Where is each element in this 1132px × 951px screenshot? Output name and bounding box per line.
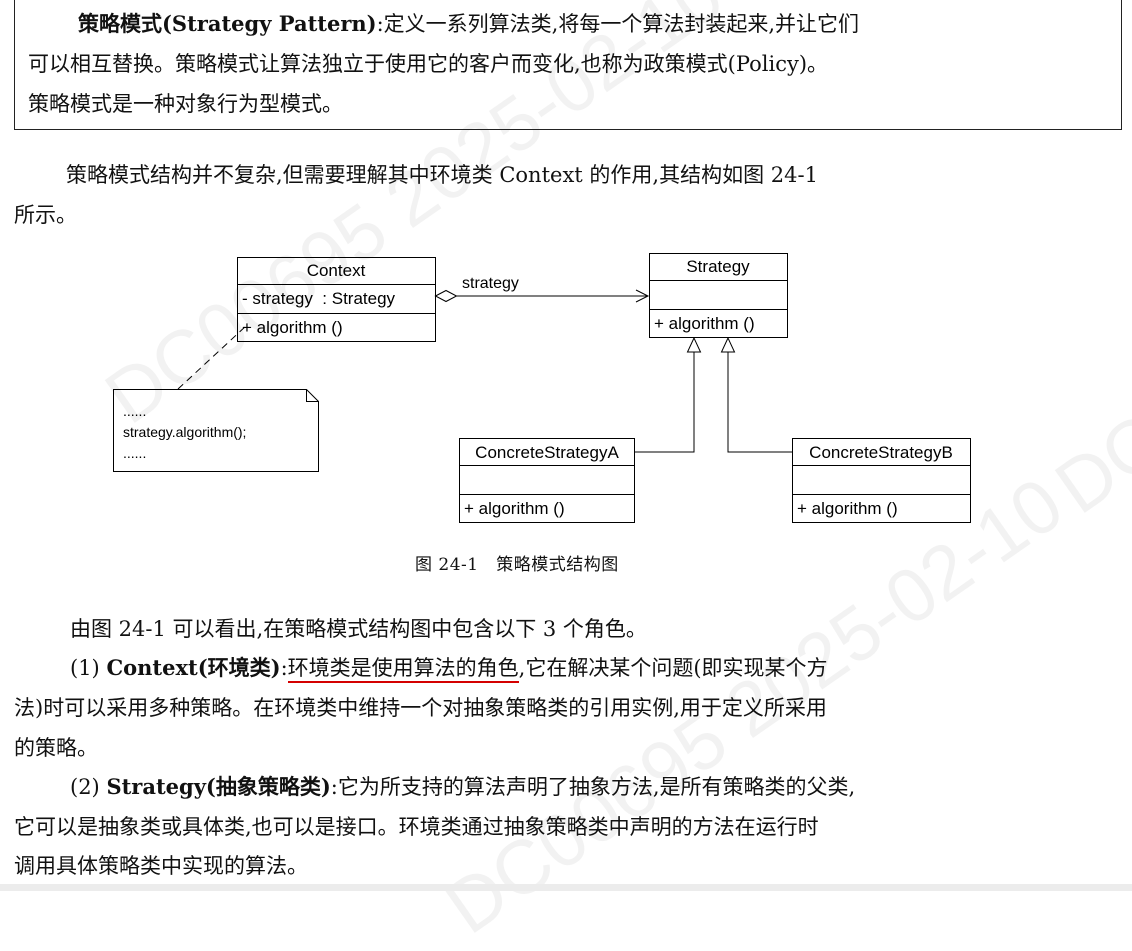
association-label: strategy — [462, 275, 519, 292]
strategy-operation: + algorithm () — [654, 314, 755, 333]
note-line-2: strategy.algorithm(); — [123, 424, 246, 440]
role1-colon: : — [280, 656, 288, 680]
page-bottom-edge — [0, 884, 1132, 891]
definition-line-2: 可以相互替换。策略模式让算法独立于使用它的客户而变化,也称为政策模式(Polic… — [28, 52, 829, 76]
context-class-box — [237, 257, 436, 342]
role1-line-1: (1) Context(环境类):环境类是使用算法的角色,它在解决某个问题(即实… — [70, 652, 828, 683]
association-arrowhead — [635, 289, 650, 303]
role2-line-3: 调用具体策略类中实现的算法。 — [14, 854, 308, 878]
role2-term: Strategy(抽象策略类) — [106, 774, 331, 799]
role2-line-2: 它可以是抽象类或具体类,也可以是接口。环境类通过抽象策略类中声明的方法在运行时 — [14, 815, 819, 839]
generalization-line-b — [727, 352, 793, 453]
roles-intro: 由图 24-1 可以看出,在策略模式结构图中包含以下 3 个角色。 — [70, 617, 647, 641]
definition-term: 策略模式(Strategy Pattern) — [78, 11, 377, 36]
intro-line-1: 策略模式结构并不复杂,但需要理解其中环境类 Context 的作用,其结构如图 … — [66, 163, 818, 187]
role1-line-2: 法)时可以采用多种策略。在环境类中维持一个对抽象策略类的引用实例,用于定义所采用 — [14, 696, 827, 720]
concrete-strategy-a-box — [459, 438, 635, 523]
note-corner-fold — [306, 389, 319, 402]
context-attribute: - strategy : Strategy — [242, 289, 396, 308]
definition-box — [14, 0, 1122, 130]
concrete-strategy-a-name: ConcreteStrategyA — [475, 443, 619, 462]
definition-text: :定义一系列算法类,将每一个算法封装起来,并让它们 — [376, 12, 860, 36]
code-note — [113, 389, 319, 472]
context-operation: + algorithm () — [242, 318, 343, 337]
role1-term: Context(环境类) — [106, 655, 281, 680]
role2-line-1: (2) Strategy(抽象策略类):它为所支持的算法声明了抽象方法,是所有策… — [70, 771, 855, 801]
role2-text: :它为所支持的算法声明了抽象方法,是所有策略类的父类, — [330, 775, 856, 799]
role2-number: (2) — [70, 775, 100, 799]
role1-line-3: 的策略。 — [14, 736, 98, 760]
role1-underlined-text: 环境类是使用算法的角色 — [287, 656, 519, 683]
note-anchor-line — [177, 325, 247, 390]
generalization-line-a — [634, 352, 695, 453]
strategy-class-name: Strategy — [686, 257, 750, 276]
concrete-strategy-b-name: ConcreteStrategyB — [809, 443, 953, 462]
concrete-strategy-b-operation: + algorithm () — [797, 499, 898, 518]
context-class-name: Context — [307, 261, 366, 280]
role1-text: ,它在解决某个问题(即实现某个方 — [518, 656, 828, 680]
uml-diagram: Context - strategy : Strategy + algorith… — [113, 253, 971, 523]
definition-line-3: 策略模式是一种对象行为型模式。 — [28, 92, 343, 116]
note-line-1: ...... — [123, 403, 146, 419]
figure-caption: 图 24-1 策略模式结构图 — [415, 555, 619, 575]
aggregation-diamond — [434, 289, 458, 303]
intro-line-2: 所示。 — [14, 203, 77, 227]
strategy-class-box — [649, 253, 788, 338]
concrete-strategy-b-box — [792, 438, 971, 523]
definition-line-1: 策略模式(Strategy Pattern):定义一系列算法类,将每一个算法封装… — [78, 8, 859, 38]
note-line-3: ...... — [123, 445, 146, 461]
concrete-strategy-a-operation: + algorithm () — [464, 499, 565, 518]
generalization-arrow-b — [720, 336, 736, 353]
role1-number: (1) — [70, 656, 100, 680]
generalization-arrow-a — [686, 336, 702, 353]
